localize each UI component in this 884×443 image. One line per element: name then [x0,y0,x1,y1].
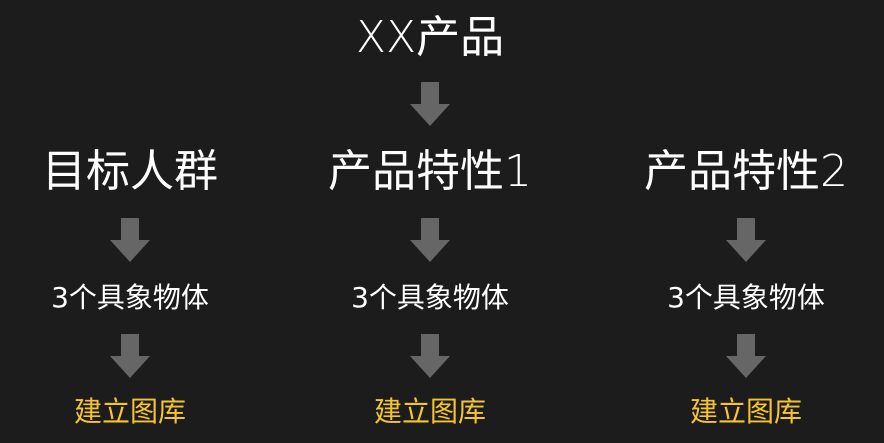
level2-label: 3个具象物体 [51,281,209,314]
level3-label: 建立图库 [73,395,187,428]
level2-label: 3个具象物体 [351,281,509,314]
arrow-down-icon [726,334,766,378]
level1-label: 产品特性2 [644,146,848,197]
arrow-down-icon [110,218,150,262]
level1-label: 产品特性1 [328,146,532,197]
arrow-down-icon [410,334,450,378]
level1-label: 目标人群 [42,146,218,197]
level3-label: 建立图库 [373,395,487,428]
arrow-down-icon [410,82,450,126]
arrow-down-icon [410,218,450,262]
arrow-down-icon [726,218,766,262]
level2-label: 3个具象物体 [667,281,825,314]
arrow-down-icon [110,334,150,378]
root-node-label: XX产品 [355,12,505,63]
level3-label: 建立图库 [689,395,803,428]
